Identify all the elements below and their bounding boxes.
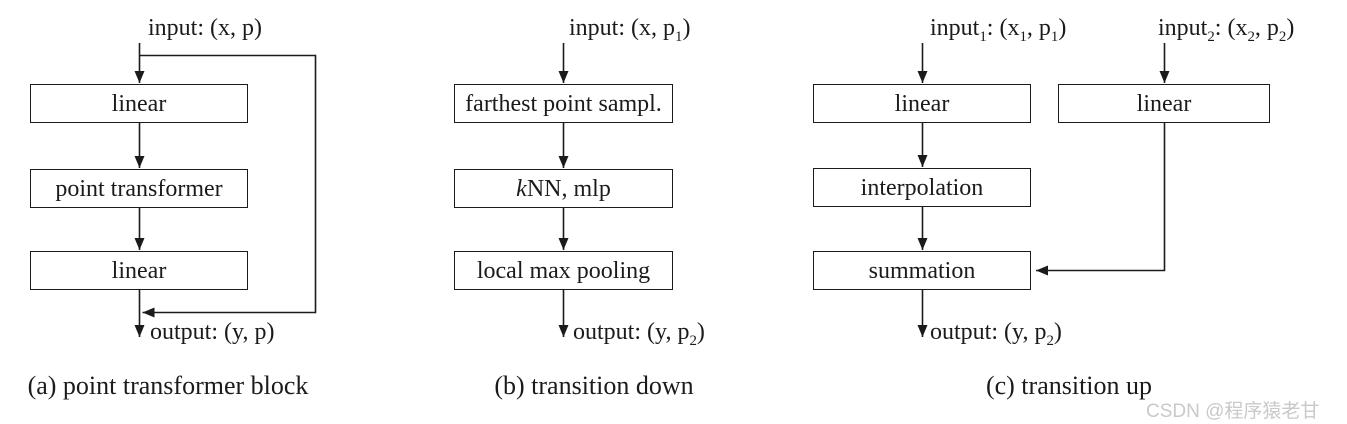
- caption-c: (c) transition up: [985, 371, 1153, 400]
- box-linear-left-c: linear: [813, 84, 1031, 123]
- box-interpolation-c-label: interpolation: [860, 174, 984, 201]
- skip-connection-a: [139, 54, 317, 318]
- box-local-max-pooling-b: local max pooling: [454, 251, 673, 290]
- box-interpolation-c: interpolation: [813, 168, 1031, 207]
- box-farthest-point-sampling-b: farthest point sampl.: [454, 84, 673, 123]
- input-label-b: input: (x, p1): [569, 15, 691, 45]
- box-linear-1-a-label: linear: [111, 90, 167, 117]
- output-label-a: output: (y, p): [150, 319, 275, 345]
- input2-label-c: input2: (x2, p2): [1158, 15, 1295, 45]
- arrow-c-linear-right-to-sum: [1036, 123, 1166, 276]
- box-linear-1-a: linear: [30, 84, 248, 123]
- box-linear-right-c-label: linear: [1136, 90, 1192, 117]
- box-summation-c-label: summation: [868, 257, 976, 284]
- caption-a: (a) point transformer block: [27, 371, 309, 400]
- box-linear-right-c: linear: [1058, 84, 1270, 123]
- box-local-max-pooling-b-label: local max pooling: [476, 257, 651, 284]
- input-label-a: input: (x, p): [148, 15, 262, 41]
- csdn-watermark: CSDN @程序猿老甘: [1146, 401, 1320, 422]
- box-point-transformer-a: point transformer: [30, 169, 248, 208]
- box-linear-2-a-label: linear: [111, 257, 167, 284]
- output-label-b: output: (y, p2): [573, 319, 705, 349]
- caption-b: (b) transition down: [494, 371, 694, 400]
- box-point-transformer-a-label: point transformer: [55, 175, 223, 202]
- box-farthest-point-sampling-b-label: farthest point sampl.: [465, 90, 662, 117]
- box-knn-mlp-b-label: kNN, mlp: [516, 175, 611, 202]
- output-label-c: output: (y, p2): [930, 319, 1062, 349]
- box-linear-2-a: linear: [30, 251, 248, 290]
- box-linear-left-c-label: linear: [894, 90, 950, 117]
- input1-label-c: input1: (x1, p1): [930, 15, 1067, 45]
- box-knn-mlp-b: kNN, mlp: [454, 169, 673, 208]
- box-summation-c: summation: [813, 251, 1031, 290]
